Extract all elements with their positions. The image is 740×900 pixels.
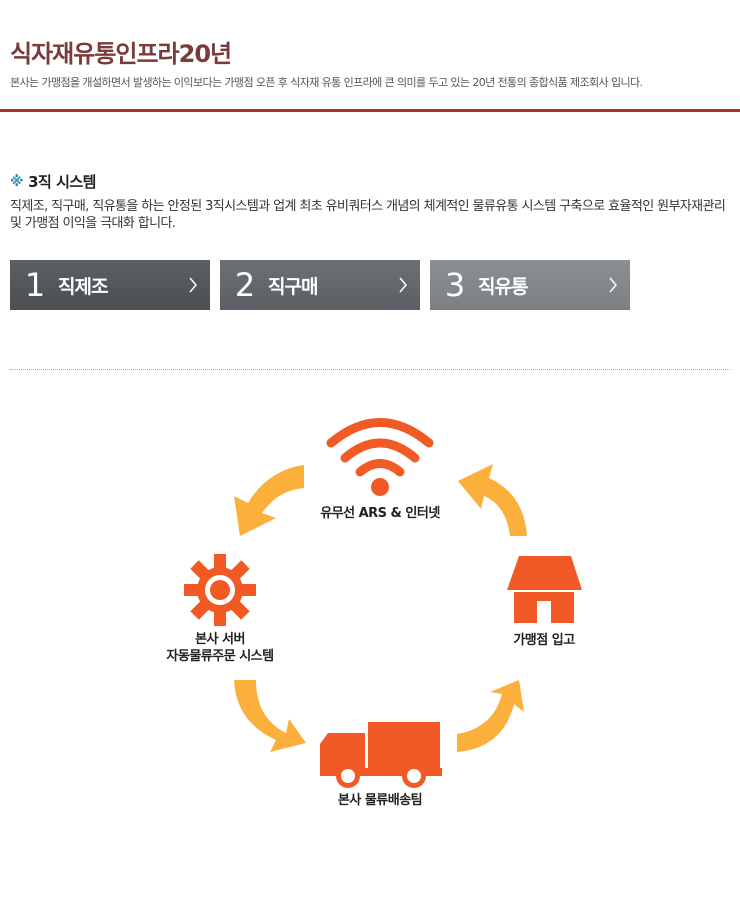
cycle-graphic: [184, 418, 582, 788]
store-icon: [507, 556, 582, 623]
step-number: 1: [24, 266, 46, 304]
chevron-right-icon: [609, 277, 617, 293]
gear-icon: [184, 554, 256, 626]
server-node-label: 본사 서버 자동물류주문 시스템: [140, 631, 300, 665]
step-button-1[interactable]: 1 직제조: [10, 260, 210, 310]
delivery-node-label: 본사 물류배송팀: [337, 793, 423, 808]
step-button-2[interactable]: 2 직구매: [220, 260, 420, 310]
section-heading: ※ 3직 시스템: [10, 171, 96, 192]
page-title: 식자재유통인프라20년: [10, 40, 232, 68]
chevron-right-icon: [399, 277, 407, 293]
step-label: 직제조: [58, 275, 108, 298]
arrow-wireless-to-server: [234, 465, 304, 536]
step-number: 3: [444, 266, 466, 304]
truck-icon: [320, 722, 442, 788]
server-node-label-line2: 자동물류주문 시스템: [166, 649, 274, 664]
arrow-delivery-to-store: [457, 680, 524, 752]
reference-mark: ※: [10, 173, 24, 190]
arrow-store-to-wireless: [458, 464, 527, 536]
wifi-icon: [326, 418, 434, 496]
step-label: 직구매: [268, 275, 318, 298]
step-number: 2: [234, 266, 256, 304]
dotted-divider: [10, 369, 730, 370]
step-label: 직유통: [478, 275, 528, 298]
distribution-cycle-diagram: 유무선 ARS & 인터넷 본사 서버 자동물류주문 시스템 가맹점 입고 본사…: [0, 380, 740, 840]
section-heading-text: 3직 시스템: [28, 173, 96, 191]
step-tabs: 1 직제조 2 직구매 3 직유통: [10, 260, 630, 310]
store-node-label: 가맹점 입고: [513, 633, 575, 648]
header-divider: [0, 109, 740, 112]
section-description: 직제조, 직구매, 직유통을 하는 안정된 3직시스템과 업계 최초 유비쿼터스…: [10, 199, 726, 231]
server-node-label-line1: 본사 서버: [195, 632, 245, 647]
wireless-node-label: 유무선 ARS & 인터넷: [320, 506, 440, 521]
cycle-arrows: [234, 464, 527, 752]
arrow-server-to-delivery: [234, 680, 306, 752]
step-button-3[interactable]: 3 직유통: [430, 260, 630, 310]
page-description: 본사는 가맹점을 개설하면서 발생하는 이익보다는 가맹점 오픈 후 식자재 유…: [10, 76, 643, 89]
chevron-right-icon: [189, 277, 197, 293]
